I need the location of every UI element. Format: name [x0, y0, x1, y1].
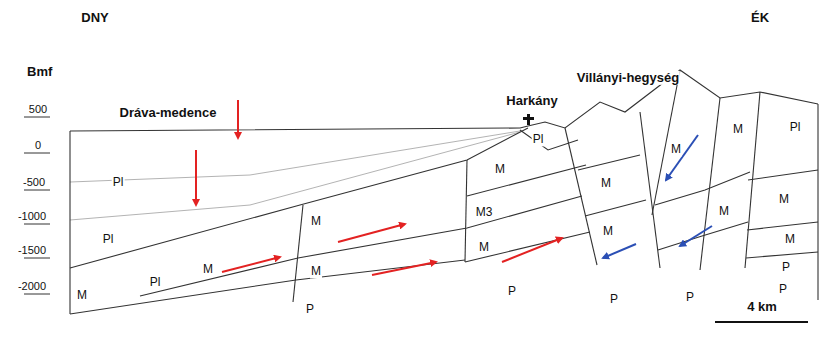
unit-label: M [602, 225, 614, 238]
unit-label: P [609, 293, 619, 306]
axis-value: -1500 [17, 244, 47, 256]
structure-lines [70, 70, 818, 314]
axis-value: -500 [22, 176, 46, 188]
unit-label: M [494, 163, 506, 176]
unit-label: P [305, 303, 315, 316]
unit-label: M [310, 215, 322, 228]
mountain-label: Villányi-hegység [576, 71, 680, 85]
unit-label: M [478, 241, 490, 254]
unit-label: Pl [149, 276, 162, 289]
unit-label: P [778, 283, 788, 296]
direction-label: ÉK [750, 11, 770, 25]
basin-label: Dráva-medence [119, 106, 218, 120]
axis-value: -2000 [17, 280, 47, 292]
unit-label: M [778, 193, 790, 206]
unit-label: M [202, 263, 214, 276]
town-label: Harkány [505, 94, 558, 108]
unit-label: P [685, 291, 695, 304]
axis-value: -1000 [17, 210, 47, 222]
axis-value: 0 [34, 139, 42, 151]
scale-label: 4 km [746, 300, 778, 314]
blue-arrows [603, 135, 712, 258]
red-arrows [196, 100, 562, 275]
axis-value: 500 [28, 103, 48, 115]
axis-ticks [24, 117, 50, 294]
scale-bar [715, 321, 808, 323]
unit-label: M [670, 143, 682, 156]
unit-label: M [784, 233, 796, 246]
direction-label: DNY [80, 11, 109, 25]
unit-label: P [781, 261, 791, 274]
unit-label: Pl [102, 233, 115, 246]
unit-label: M3 [475, 206, 494, 219]
unit-label: Pl [789, 121, 802, 134]
unit-label: M [76, 289, 88, 302]
axis-title: Bmf [26, 65, 53, 79]
unit-label: M [600, 177, 612, 190]
church-symbol [523, 114, 534, 125]
unit-label: Pl [532, 133, 545, 146]
unit-label: Pl [112, 176, 125, 189]
unit-label: M [310, 265, 322, 278]
unit-label: M [718, 205, 730, 218]
unit-label: M [732, 123, 744, 136]
unit-label: P [507, 285, 517, 298]
